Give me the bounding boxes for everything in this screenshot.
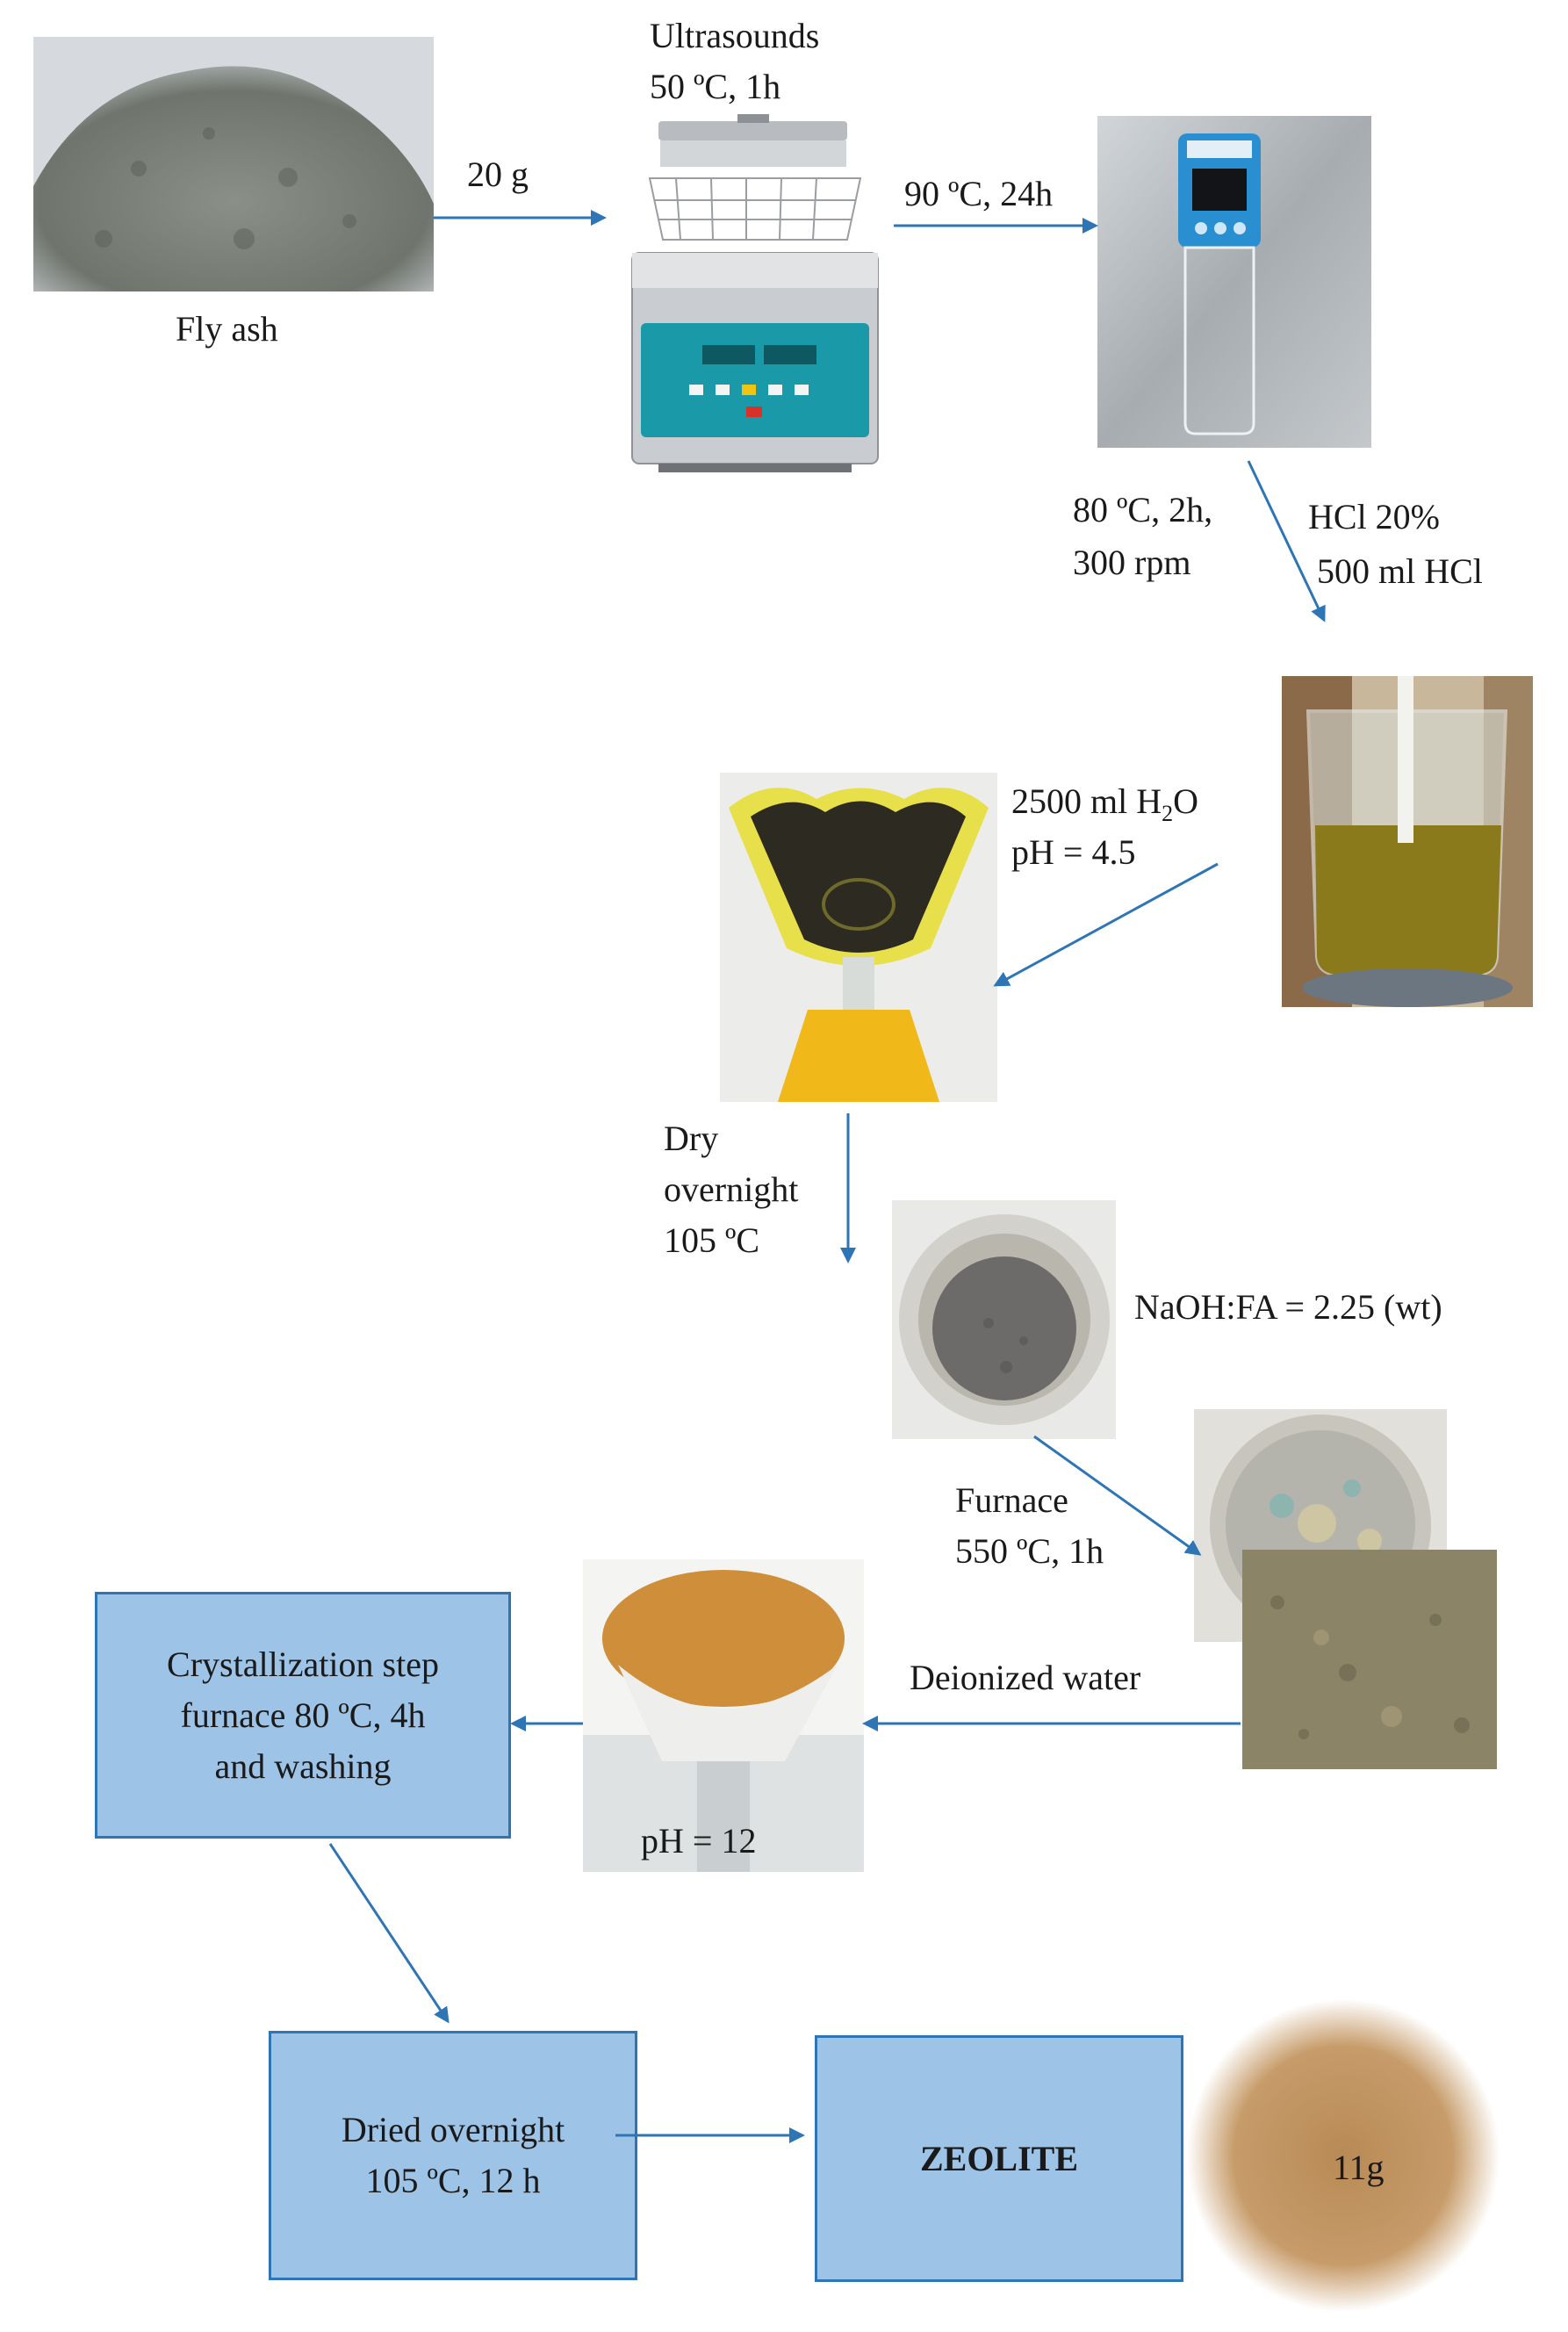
slurry-filter-photo [583, 1559, 864, 1872]
stir-label-2: 300 rpm [1073, 543, 1191, 582]
acid-beaker-photo [1282, 676, 1533, 1007]
water-step-label: Deionized water [910, 1658, 1141, 1697]
thermostat-photo [1097, 116, 1371, 448]
arrow-beaker-to-funnel [993, 862, 1219, 987]
dry-label-2: overnight [664, 1170, 799, 1209]
furnace-label-1: Furnace [955, 1480, 1068, 1520]
mass-in-label: 20 g [467, 155, 529, 194]
arrow-thermostat-to-beaker [1247, 460, 1326, 623]
fused-sample-powder-photo [1242, 1550, 1497, 1769]
fly-ash-label: Fly ash [176, 309, 278, 349]
water-label-end: O [1173, 781, 1199, 821]
heat-step-label: 90 ºC, 24h [904, 174, 1054, 213]
acid-label-2: 500 ml HCl [1317, 551, 1483, 591]
water-label-sub: 2 [1162, 801, 1174, 826]
dry-label-3: 105 ºC [664, 1220, 760, 1260]
zeolite-text: ZEOLITE [919, 2138, 1079, 2178]
ph-final-label: pH = 12 [641, 1821, 757, 1861]
arrow-crucible-to-fused [1033, 1435, 1202, 1556]
zeolite-powder-photo [1185, 1997, 1501, 2314]
ultrasound-label-2: 50 ºC, 1h [650, 67, 781, 106]
zeolite-box: ZEOLITE [815, 2035, 1183, 2282]
filter-funnel-photo [720, 773, 997, 1102]
ratio-label: NaOH:FA = 2.25 (wt) [1134, 1287, 1442, 1327]
dried-text: Dried overnight 105 ºC, 12 h [341, 2110, 565, 2200]
dried-box: Dried overnight 105 ºC, 12 h [269, 2031, 637, 2280]
crucible-photo [892, 1200, 1116, 1439]
mass-out-label: 11g [1333, 2148, 1385, 2187]
water-label-main: 2500 ml H [1011, 781, 1162, 821]
ultrasound-label-1: Ultrasounds [650, 16, 820, 55]
water-label-2: pH = 4.5 [1011, 832, 1136, 872]
arrow-crystallization-to-dried [328, 1843, 450, 2024]
furnace-label-2: 550 ºC, 1h [955, 1531, 1104, 1571]
crystallization-text: Crystallization step furnace 80 ºC, 4h a… [167, 1644, 439, 1786]
ultrasonic-bath-photo [606, 112, 904, 490]
acid-label-1: HCl 20% [1308, 497, 1440, 536]
fly-ash-photo [33, 37, 434, 292]
stir-label-1: 80 ºC, 2h, [1073, 490, 1213, 529]
water-label-1: 2500 ml H2O [1011, 776, 1198, 839]
dry-label-1: Dry [664, 1119, 719, 1158]
crystallization-box: Crystallization step furnace 80 ºC, 4h a… [95, 1592, 511, 1839]
